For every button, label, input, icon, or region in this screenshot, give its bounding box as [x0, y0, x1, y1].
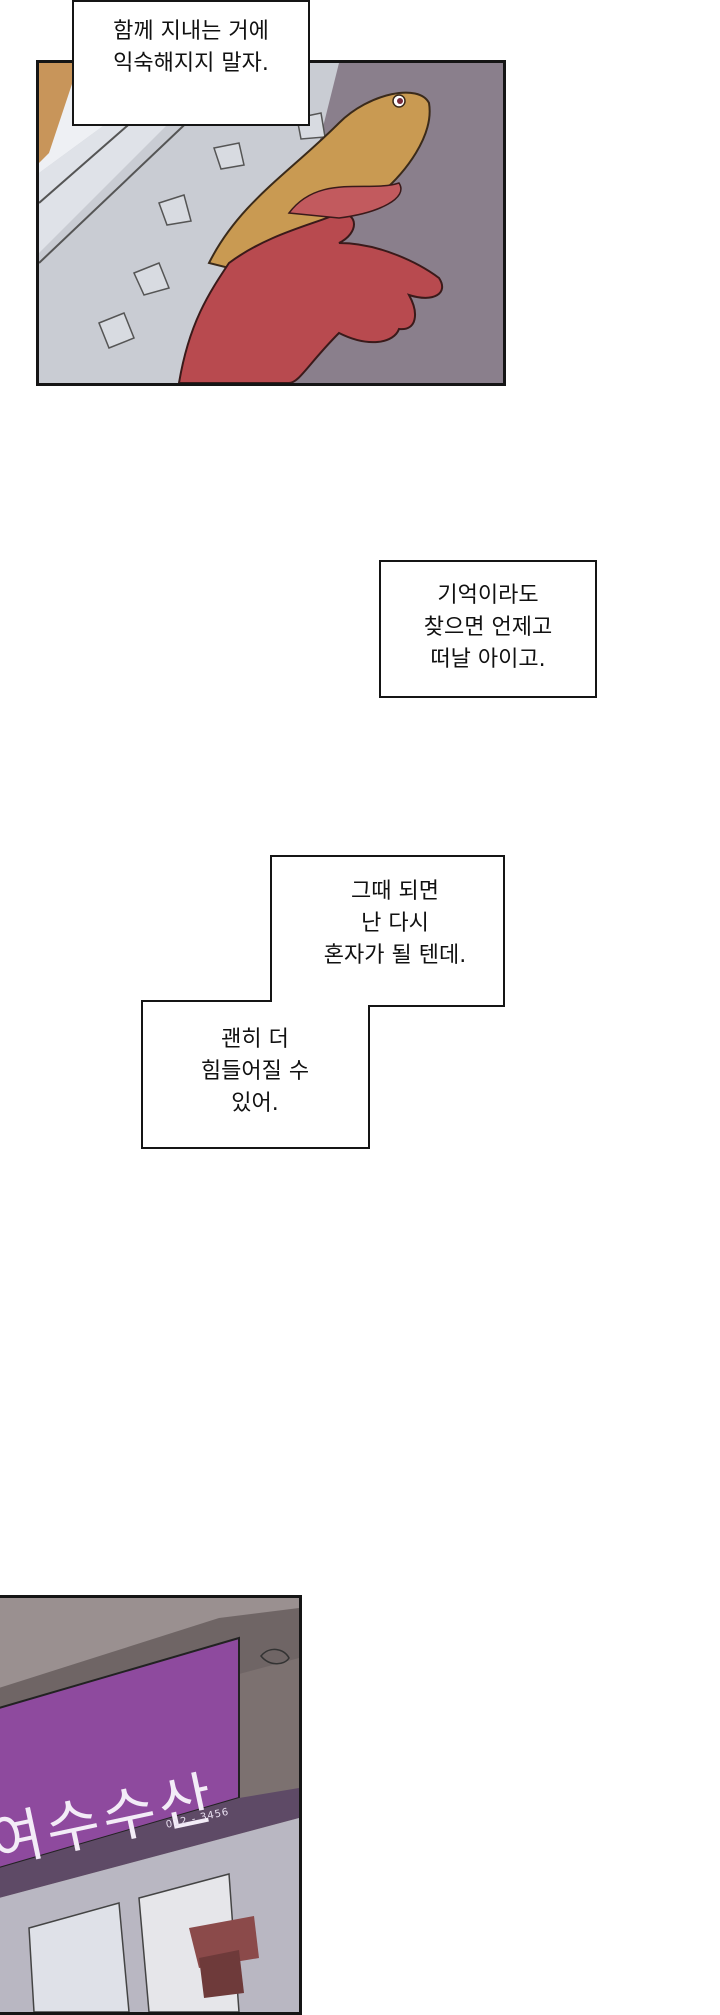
caption-memory: 기억이라도 찾으면 언제고 떠날 아이고.: [379, 560, 597, 698]
caption-top: 함께 지내는 거에 익숙해지지 말자.: [72, 0, 310, 126]
storefront-illustration: [0, 1598, 299, 2012]
comic-panel-fish-market: 여수수산 012 - 3456: [0, 1595, 302, 2015]
caption-alone: 그때 되면 난 다시 혼자가 될 텐데.: [323, 879, 467, 968]
caption-harder: 괜히 더 힘들어질 수 있어.: [200, 1027, 310, 1116]
caption-pair-outline: [141, 855, 505, 1149]
